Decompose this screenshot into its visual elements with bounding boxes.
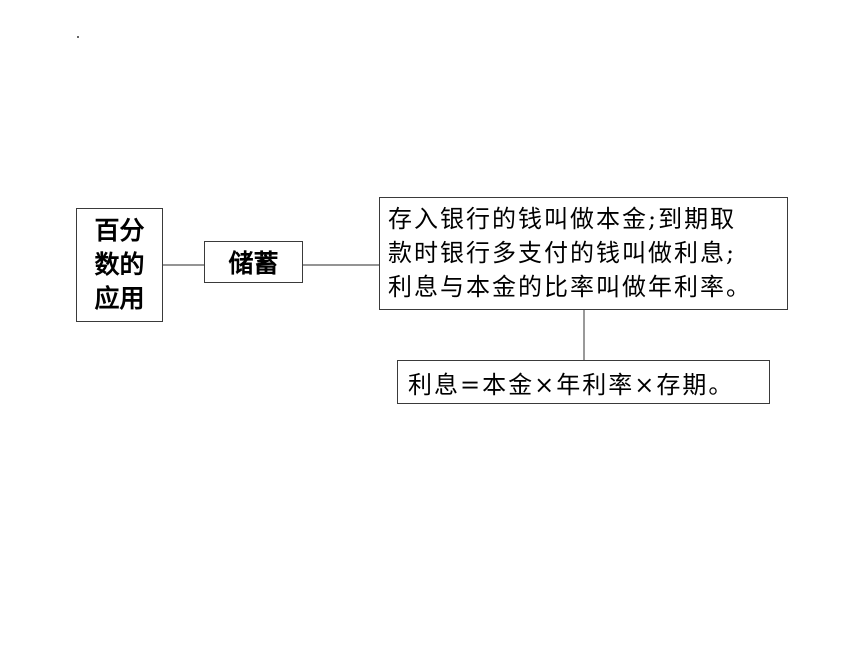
savings-node-label: 储蓄 [228,249,279,278]
formula-label: 利息=本金×年利率×存期。 [408,370,735,399]
definition-line: 存入银行的钱叫做本金;到期取 [388,205,737,233]
definition-line: 利息与本金的比率叫做年利率。 [388,273,752,301]
root-topic-box: 百分数的应用 [76,208,163,322]
root-topic-label: 百分数的应用 [94,216,145,313]
savings-node-box: 储蓄 [204,241,303,283]
definition-line: 款时银行多支付的钱叫做利息; [388,239,737,267]
stray-dot [77,36,79,38]
formula-box: 利息=本金×年利率×存期。 [397,360,770,404]
definition-box: 存入银行的钱叫做本金;到期取 款时银行多支付的钱叫做利息; 利息与本金的比率叫做… [379,197,788,310]
